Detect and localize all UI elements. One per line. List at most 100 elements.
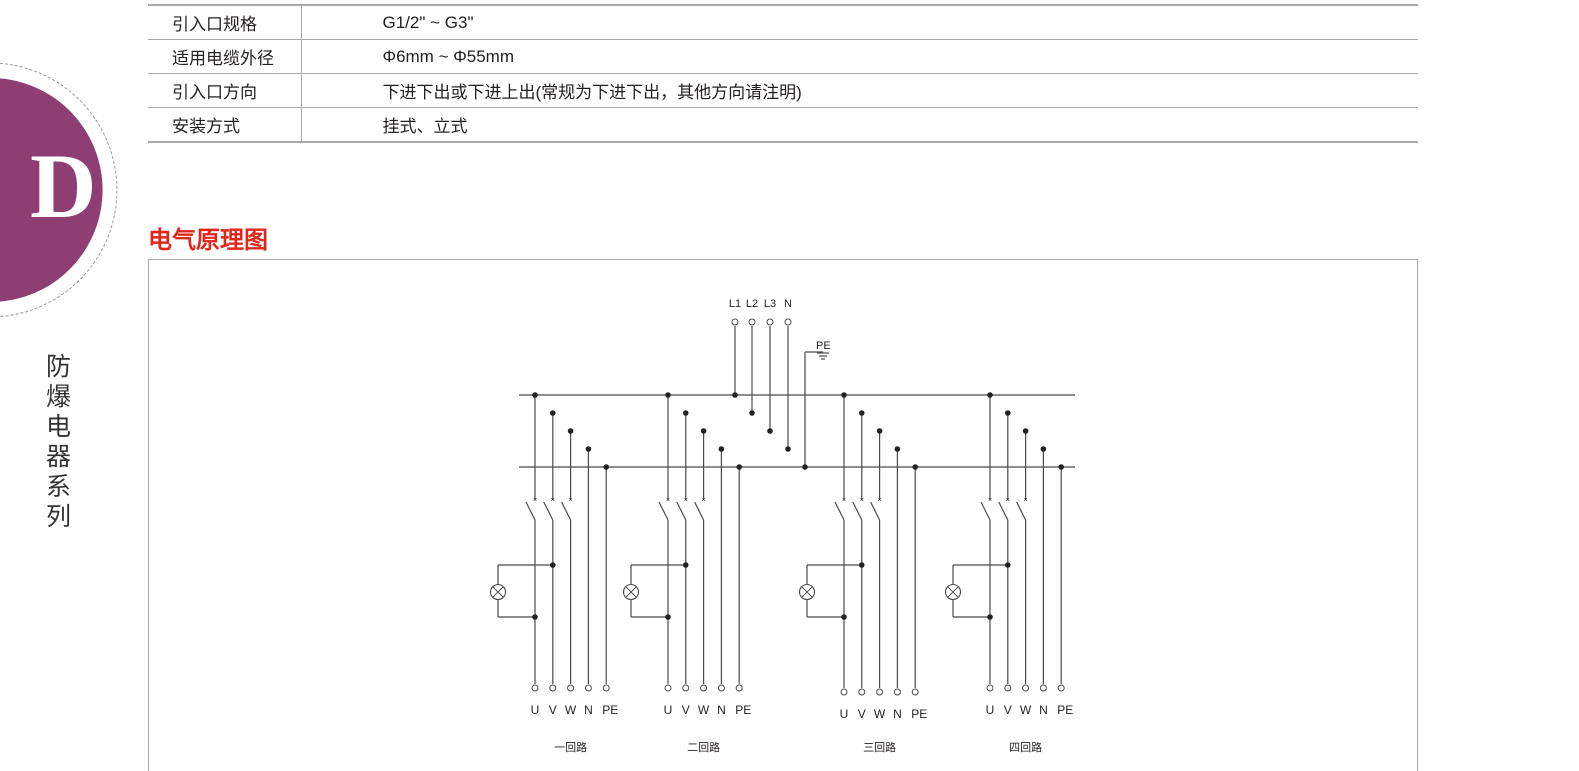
junction-dot xyxy=(665,392,671,398)
switch-blade-icon xyxy=(870,501,881,521)
junction-dot xyxy=(749,410,755,416)
terminal-label: N xyxy=(1039,703,1048,717)
terminal-icon xyxy=(840,688,848,696)
junction-dot xyxy=(732,392,738,398)
switch-blade-icon xyxy=(852,501,863,521)
input-label: N xyxy=(784,298,792,310)
junction-dot xyxy=(841,392,847,398)
terminal-icon xyxy=(717,684,725,692)
terminal-label: V xyxy=(682,703,690,717)
terminal-icon xyxy=(784,318,792,326)
terminal-label: PE xyxy=(602,703,618,717)
terminal-icon xyxy=(700,684,708,692)
junction-dot xyxy=(665,614,671,620)
junction-dot xyxy=(912,464,918,470)
switch-blade-icon xyxy=(676,501,687,521)
terminal-icon xyxy=(893,688,901,696)
junction-dot xyxy=(1005,410,1011,416)
terminal-label: U xyxy=(531,703,540,717)
circuit-label: 二回路 xyxy=(687,741,720,754)
junction-dot xyxy=(894,446,901,452)
terminal-label: W xyxy=(874,707,886,721)
terminal-label: W xyxy=(698,703,710,717)
input-label: L3 xyxy=(764,298,776,310)
terminal-icon xyxy=(858,688,866,696)
switch-blade-icon xyxy=(998,501,1009,521)
switch-blade-icon xyxy=(561,501,572,521)
terminal-icon xyxy=(567,684,575,692)
spec-label: 引入口方向 xyxy=(148,73,302,108)
terminal-label: N xyxy=(717,703,726,717)
lamp-cross-icon xyxy=(947,586,959,598)
switch-contact-icon: × xyxy=(842,497,846,504)
terminal-label: V xyxy=(1004,703,1012,717)
terminal-icon xyxy=(549,684,557,692)
terminal-icon xyxy=(1057,684,1065,692)
terminal-label: PE xyxy=(911,707,927,721)
switch-contact-icon: × xyxy=(878,497,882,504)
junction-dot xyxy=(567,428,574,434)
lamp-cross-icon xyxy=(492,586,504,598)
junction-dot xyxy=(736,464,742,470)
junction-dot xyxy=(802,464,808,470)
switch-blade-icon xyxy=(1016,501,1027,521)
terminal-label: PE xyxy=(1057,703,1073,717)
terminal-icon xyxy=(531,684,539,692)
diagram-frame xyxy=(148,259,1418,771)
switch-contact-icon: × xyxy=(1024,497,1028,504)
spec-value: 下进下出或下进上出(常规为下进下出，其他方向请注明) xyxy=(301,73,1418,108)
terminal-icon xyxy=(682,684,690,692)
junction-dot xyxy=(785,446,791,452)
series-label: 防爆电器系列 xyxy=(46,353,72,531)
junction-dot xyxy=(1005,562,1011,568)
switch-contact-icon: × xyxy=(988,497,992,504)
junction-dot xyxy=(550,562,556,568)
terminal-label: PE xyxy=(735,703,751,717)
terminal-icon xyxy=(986,684,994,692)
junction-dot xyxy=(718,446,725,452)
switch-contact-icon: × xyxy=(533,497,537,504)
junction-dot xyxy=(841,614,847,620)
terminal-icon xyxy=(748,318,756,326)
junction-dot xyxy=(767,428,773,434)
spec-value: Φ6mm ~ Φ55mm xyxy=(301,39,1418,74)
terminal-icon xyxy=(1022,684,1030,692)
switch-blade-icon xyxy=(658,501,669,521)
terminal-label: U xyxy=(664,703,673,717)
junction-dot xyxy=(683,410,689,416)
switch-contact-icon: × xyxy=(702,497,706,504)
junction-dot xyxy=(1040,446,1047,452)
terminal-label: N xyxy=(584,703,593,717)
terminal-icon xyxy=(766,318,774,326)
badge-dashed-ring xyxy=(0,62,118,318)
terminal-icon xyxy=(664,684,672,692)
table-row: 引入口方向下进下出或下进上出(常规为下进下出，其他方向请注明) xyxy=(148,73,1418,108)
switch-blade-icon xyxy=(525,501,536,521)
switch-contact-icon: × xyxy=(1006,497,1010,504)
junction-dot xyxy=(987,614,993,620)
terminal-label: U xyxy=(986,703,995,717)
switch-contact-icon: × xyxy=(551,497,555,504)
switch-contact-icon: × xyxy=(860,497,864,504)
junction-dot xyxy=(987,392,993,398)
spec-label: 引入口规格 xyxy=(148,4,302,40)
badge-circle xyxy=(0,78,103,302)
terminal-label: V xyxy=(858,707,866,721)
junction-dot xyxy=(1058,464,1064,470)
switch-contact-icon: × xyxy=(569,497,573,504)
junction-dot xyxy=(603,464,609,470)
ground-label: PE xyxy=(816,340,831,352)
terminal-label: W xyxy=(565,703,577,717)
terminal-icon xyxy=(876,688,884,696)
junction-dot xyxy=(1022,428,1029,434)
switch-blade-icon xyxy=(834,501,845,521)
junction-dot xyxy=(550,410,556,416)
junction-dot xyxy=(585,446,592,452)
junction-dot xyxy=(859,562,865,568)
junction-dot xyxy=(683,562,689,568)
spec-label: 适用电缆外径 xyxy=(148,39,302,74)
junction-dot xyxy=(876,428,883,434)
spec-value: 挂式、立式 xyxy=(301,107,1418,143)
